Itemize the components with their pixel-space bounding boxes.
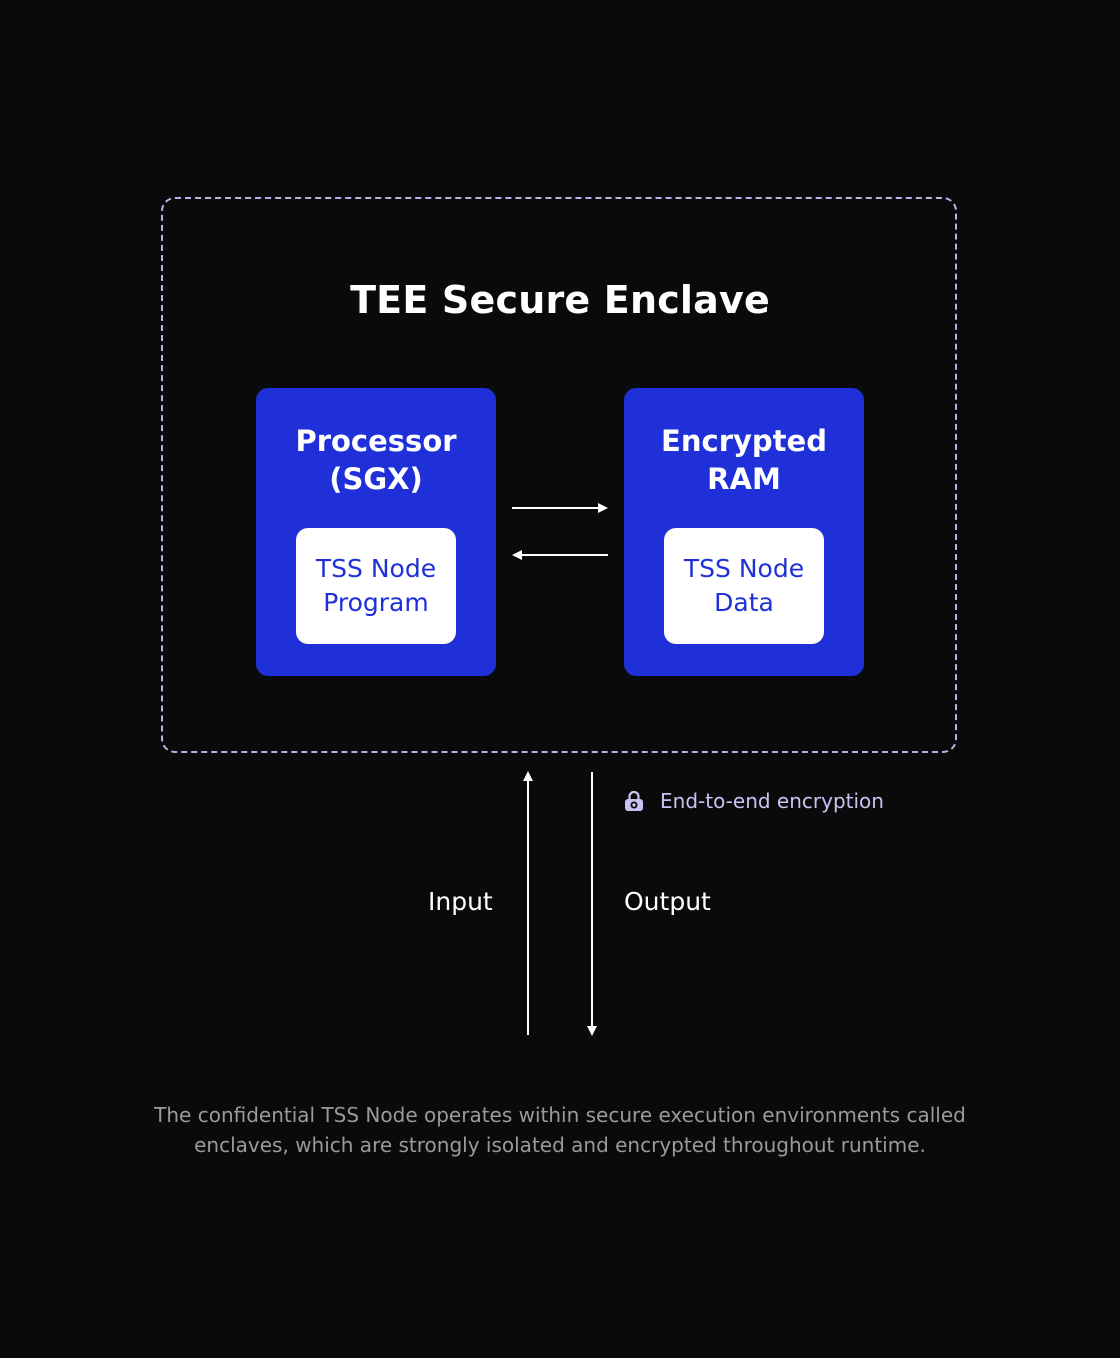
processor-title-line2: (SGX) — [329, 462, 423, 496]
data-label-line2: Data — [714, 588, 774, 617]
encryption-note: End-to-end encryption — [622, 787, 884, 815]
processor-title: Processor (SGX) — [256, 422, 496, 498]
caption: The confidential TSS Node operates withi… — [0, 1100, 1120, 1160]
lock-icon — [625, 790, 643, 811]
arrow-input-up — [523, 771, 533, 1035]
output-label: Output — [624, 887, 711, 916]
ram-title: Encrypted RAM — [624, 422, 864, 498]
arrow-ram-to-processor — [512, 550, 608, 560]
caption-line2: enclaves, which are strongly isolated an… — [194, 1133, 926, 1157]
enclave-title: TEE Secure Enclave — [350, 278, 770, 322]
tss-node-data-box: TSS Node Data — [664, 528, 824, 644]
ram-title-line2: RAM — [707, 462, 781, 496]
processor-block: Processor (SGX) TSS Node Program — [256, 388, 496, 676]
input-label: Input — [428, 887, 493, 916]
program-label-line2: Program — [323, 588, 429, 617]
enclave-boundary — [161, 197, 957, 753]
caption-line1: The confidential TSS Node operates withi… — [154, 1103, 966, 1127]
encrypted-ram-block: Encrypted RAM TSS Node Data — [624, 388, 864, 676]
program-label-line1: TSS Node — [315, 554, 437, 583]
ram-title-line1: Encrypted — [661, 424, 827, 458]
tss-node-program-box: TSS Node Program — [296, 528, 456, 644]
encryption-label: End-to-end encryption — [660, 789, 884, 813]
data-label-line1: TSS Node — [683, 554, 805, 583]
arrow-processor-to-ram — [512, 503, 608, 513]
processor-title-line1: Processor — [295, 424, 457, 458]
arrow-output-down — [587, 772, 597, 1036]
